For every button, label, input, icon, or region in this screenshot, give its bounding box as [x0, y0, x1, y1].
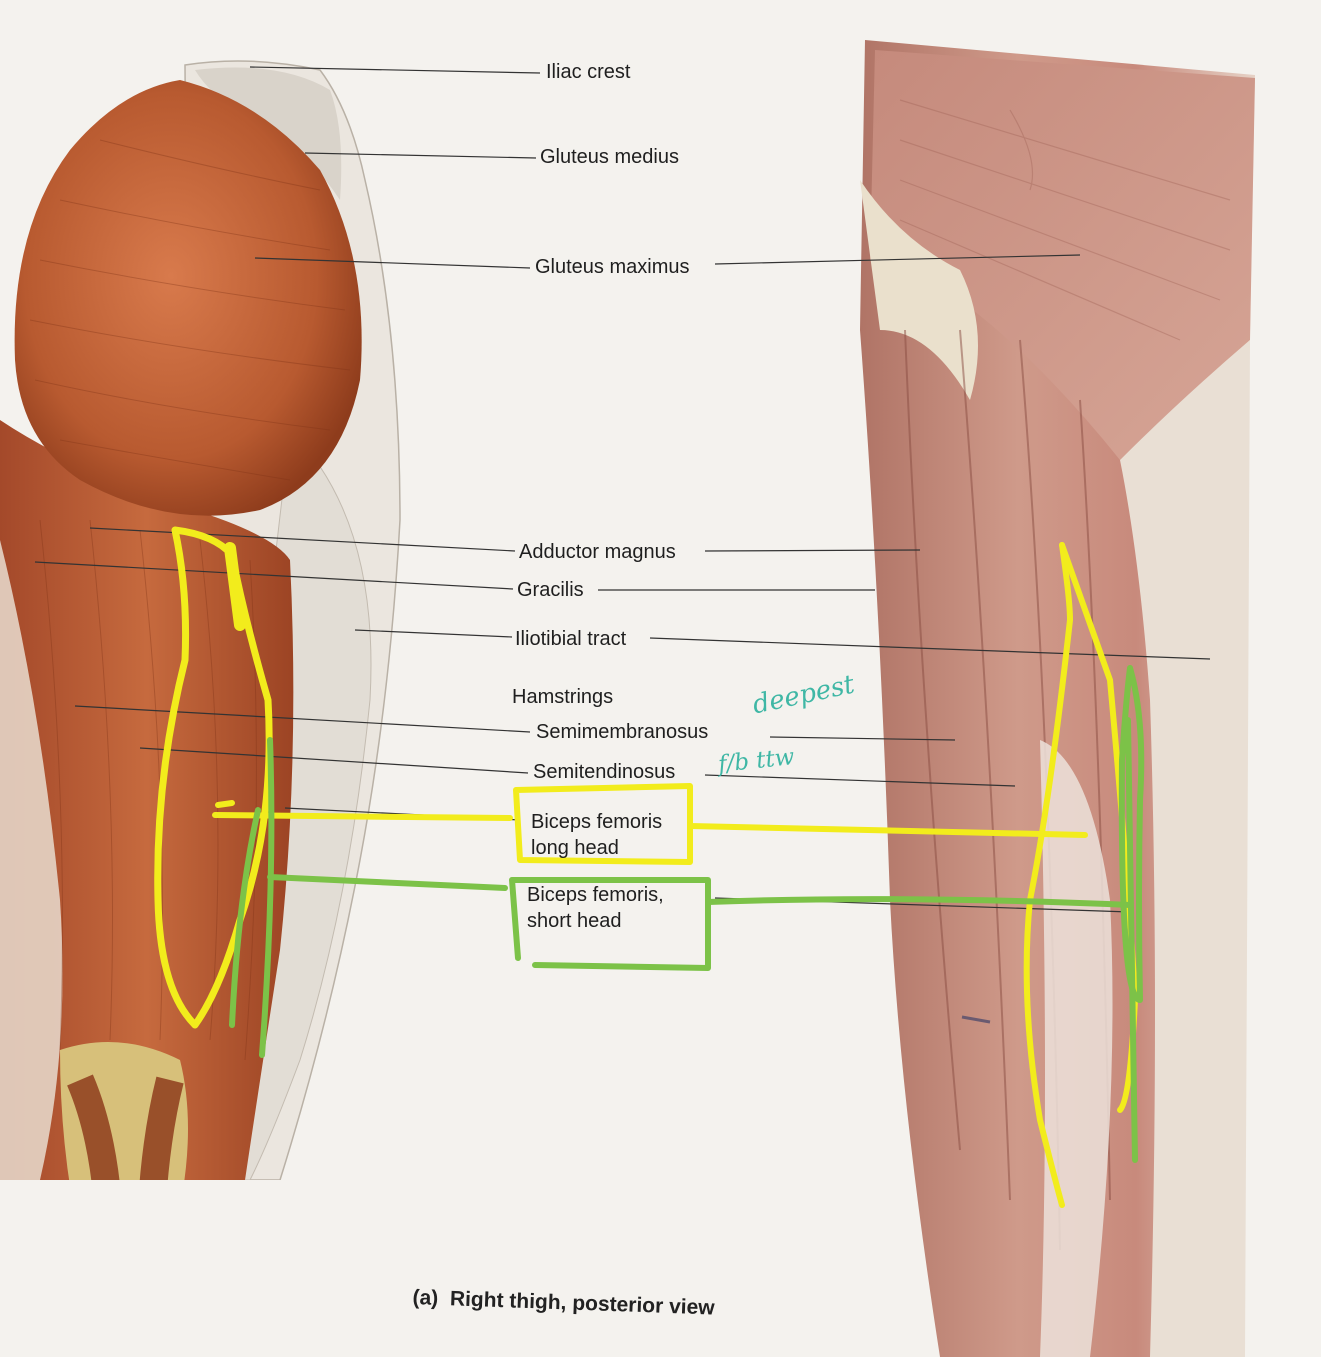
- label-biceps-femoris-short-line1: Biceps femoris,: [527, 884, 664, 906]
- label-gluteus-maximus: Gluteus maximus: [535, 256, 690, 278]
- label-gluteus-medius: Gluteus medius: [540, 146, 679, 168]
- label-adductor-magnus: Adductor magnus: [519, 541, 676, 563]
- label-iliac-crest: Iliac crest: [546, 61, 631, 83]
- label-iliotibial-tract: Iliotibial tract: [515, 628, 627, 650]
- green-highlights: [229, 665, 1145, 1163]
- label-semitendinosus: Semitendinosus: [533, 761, 676, 783]
- label-hamstrings: Hamstrings: [512, 686, 614, 708]
- caption-tag: (a): [412, 1286, 439, 1310]
- label-biceps-femoris-long-line2: long head: [531, 837, 619, 859]
- label-gracilis: Gracilis: [517, 579, 584, 601]
- illustrated-thigh: [0, 60, 420, 1357]
- cadaver-thigh-photo: [860, 40, 1255, 1357]
- label-biceps-femoris-long-line1: Biceps femoris: [531, 811, 663, 833]
- label-semimembranosus: Semimembranosus: [536, 721, 709, 743]
- label-biceps-femoris-short-line2: short head: [527, 910, 622, 932]
- pin-mark: [961, 1015, 991, 1024]
